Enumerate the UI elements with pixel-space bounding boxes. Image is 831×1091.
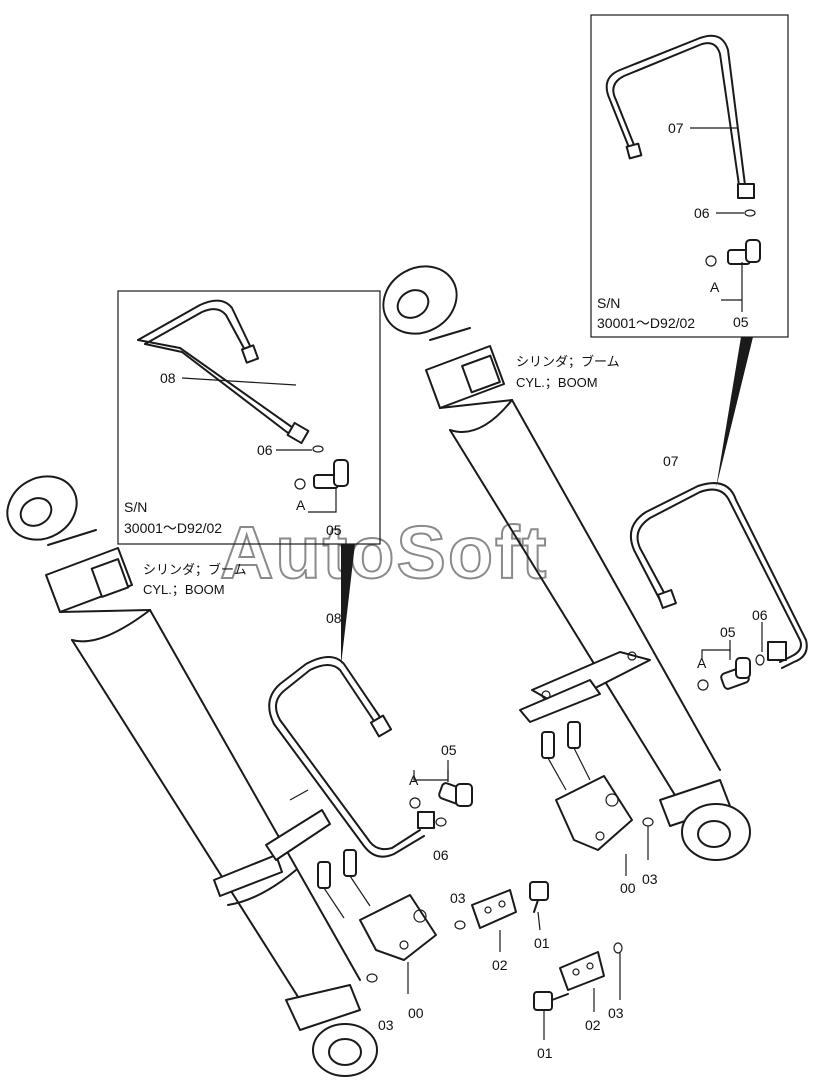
right-cylinder-assembly	[382, 265, 751, 861]
left-clamp-band	[213, 854, 283, 897]
right-cylinder-barrel	[449, 399, 721, 801]
left-inset-oring-06	[312, 445, 324, 453]
left-label-01: 01	[534, 935, 550, 951]
right-label-01: 01	[537, 1045, 553, 1061]
left-inset-pipe-08	[137, 299, 253, 351]
right-pipe-07	[630, 482, 808, 669]
left-inset-serial-range: 30001～D92/02	[124, 520, 222, 536]
left-fittings	[409, 760, 473, 827]
left-inset-label-08: 08	[160, 370, 176, 386]
left-inset-label-A: A	[296, 497, 306, 513]
left-label-03b: 03	[378, 1017, 394, 1033]
right-cylinder-label-en: CYL.；BOOM	[516, 375, 598, 391]
right-inset-frame	[590, 14, 789, 338]
right-label-07: 07	[663, 453, 679, 469]
left-pipe-08	[268, 656, 435, 858]
left-inset-label-05: 05	[326, 522, 342, 538]
left-inset: 08 06 A 05 S/N 30001～D92/02	[117, 290, 381, 545]
left-valve-block-00	[317, 849, 437, 994]
right-cylinder-label-jp: シリンダ；ブーム	[516, 354, 620, 370]
left-inset-elbow-05	[294, 459, 349, 490]
right-inset-serial-label: S/N	[597, 295, 620, 311]
right-inset: 07 06 A 05 S/N 30001～D92/02	[590, 14, 789, 338]
right-label-03b: 03	[608, 1005, 624, 1021]
left-label-08: 08	[326, 610, 342, 626]
left-label-00: 00	[408, 1005, 424, 1021]
left-label-05: 05	[441, 742, 457, 758]
left-cylinder-assembly	[6, 475, 378, 1077]
right-label-03a: 03	[642, 871, 658, 887]
right-inset-label-07: 07	[668, 120, 684, 136]
right-label-02: 02	[585, 1017, 601, 1033]
right-inset-label-05: 05	[733, 314, 749, 330]
right-fittings	[697, 622, 765, 691]
right-label-05: 05	[720, 624, 736, 640]
left-inset-label-06: 06	[257, 442, 273, 458]
left-label-06: 06	[433, 847, 449, 863]
left-callout-wedge	[341, 544, 355, 665]
left-label-A: A	[409, 772, 419, 788]
right-inset-elbow-05	[705, 239, 761, 267]
right-label-06: 06	[752, 607, 768, 623]
left-cylinder-label-jp: シリンダ；ブーム	[143, 562, 247, 578]
left-cylinder-barrel	[71, 609, 361, 1001]
right-valve-block-00	[541, 721, 654, 876]
right-inset-oring-06	[744, 209, 756, 217]
left-inset-frame	[117, 290, 381, 545]
left-cylinder-label-en: CYL.；BOOM	[143, 582, 225, 598]
left-label-02: 02	[492, 957, 508, 973]
watermark-text: AutoSoft	[220, 511, 548, 594]
right-inset-serial-range: 30001～D92/02	[597, 315, 695, 331]
left-label-03a: 03	[450, 890, 466, 906]
left-inset-serial-label: S/N	[124, 499, 147, 515]
right-callout-wedge	[716, 337, 753, 488]
right-inset-label-A: A	[710, 279, 720, 295]
right-label-A: A	[697, 655, 707, 671]
right-inset-pipe-07	[605, 34, 746, 186]
right-plate-02	[533, 942, 623, 1040]
right-label-00: 00	[620, 880, 636, 896]
right-inset-label-06: 06	[694, 205, 710, 221]
left-plate-02	[454, 881, 549, 952]
